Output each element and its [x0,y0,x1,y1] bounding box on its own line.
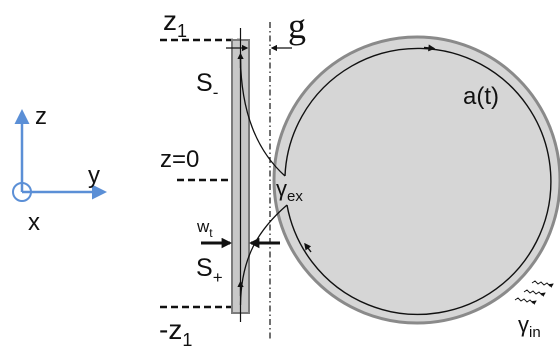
intrinsic-loss-arrows [514,280,554,305]
x-axis-circle [12,182,32,202]
coupling-path-upper [239,57,286,177]
z0-label: z=0 [160,146,199,173]
z1-top-label: z1 [163,5,187,41]
loss-wave-arrow [531,280,554,288]
s-plus-label: S+ [196,254,223,287]
loss-wave-arrow [523,289,546,297]
z-markers: z1 -z1 z=0 [159,5,240,350]
gap-label: g [288,6,306,46]
z1-bottom-label: -z1 [159,314,192,350]
gamma-in-label: γin [518,312,541,341]
x-axis-label: x [28,209,40,236]
loss-wave-arrow [514,297,537,305]
s-minus-label: S- [196,69,218,102]
z-axis-label: z [35,103,47,130]
gamma-ex-label: γex [276,176,303,205]
coordinate-axes: z y x [12,103,107,236]
ring-mode-path [284,47,552,316]
mode-amplitude-label: a(t) [463,83,499,110]
ring-resonator [272,35,560,325]
y-axis-label: y [88,162,100,189]
ring-direction-arrow-bottom [304,242,312,253]
ring-direction-arrow-top [423,44,436,52]
wt-label: wt [196,217,213,240]
